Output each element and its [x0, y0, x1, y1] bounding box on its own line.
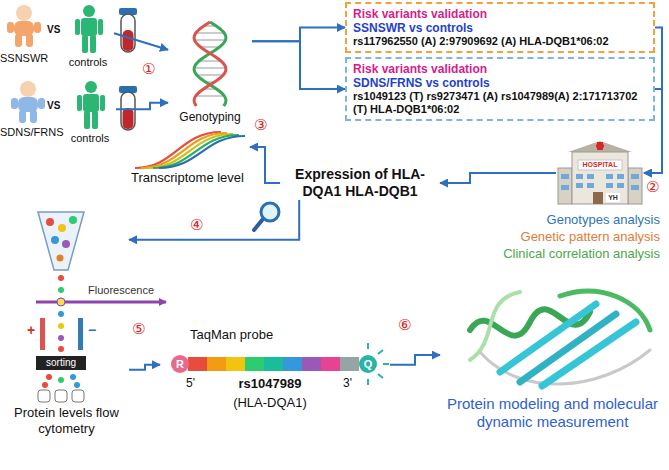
node-text: rs1047989: [205, 376, 335, 392]
group-label: controls: [62, 4, 114, 69]
node-text: rs1049123 (T) rs9273471 (A) rs1047989(A)…: [353, 90, 647, 116]
node-text: Risk variants validation: [353, 7, 647, 21]
magnifier-icon: [254, 203, 279, 230]
annotation: Clinical correlation analysis: [470, 246, 660, 262]
node-text: SSNSWR: [0, 52, 48, 65]
node-text: rs117962550 (A) 2:97909692 (A) HLA-DQB1*…: [353, 35, 647, 48]
node-text: YH: [606, 193, 620, 202]
adult-figure: [75, 5, 103, 53]
dna-helix: [194, 22, 226, 106]
dna-rung: [196, 95, 225, 97]
genotyping-step: Genotyping: [168, 18, 252, 124]
flow-arrow: [129, 365, 160, 370]
hospital-building: [558, 141, 642, 204]
callout-number: ③: [254, 116, 267, 134]
dna-strand: [194, 22, 226, 106]
dna-rung: [194, 39, 225, 41]
dna-rung: [196, 32, 225, 34]
annotation: VS: [47, 24, 60, 36]
flow-arrow: [644, 89, 662, 173]
node-text: TaqMan probe: [190, 327, 290, 343]
annotation: Q: [361, 357, 375, 371]
flow-arrow: [644, 28, 662, 174]
annotation: +: [27, 322, 35, 339]
node-text: Risk variants validation: [353, 62, 647, 76]
node-text: Transcriptome level: [125, 170, 250, 186]
node-text: Expression of HLA-DQA1 HLA-DQB1: [280, 166, 440, 200]
annotation: −: [88, 322, 96, 339]
group-label: controls: [64, 80, 116, 145]
callout-number: ⑥: [398, 316, 411, 334]
annotation: Genetic pattern analysis: [470, 229, 660, 245]
child-figure: [11, 81, 45, 123]
annotation: sorting: [36, 356, 86, 370]
node-text: Genotyping: [168, 110, 252, 124]
dna-strand: [194, 22, 226, 106]
flow-cytometry-step: Protein levels flow cytometry: [4, 205, 129, 437]
node-text: Protein modeling and molecular dynamic m…: [440, 395, 665, 431]
blood-tube: [119, 86, 137, 130]
node-text: (HLA-DQA1): [205, 395, 335, 411]
blood-tube: [119, 8, 137, 52]
flow-arrow: [116, 103, 168, 109]
node-text: controls: [62, 56, 114, 69]
protein-model: [470, 291, 650, 386]
node-text: Protein levels flow cytometry: [4, 405, 129, 437]
flow-arrow: [390, 355, 440, 365]
node-text: SDNS/FRNS vs controls: [353, 76, 647, 90]
annotation: R: [173, 357, 187, 371]
flow-arrow: [250, 147, 280, 183]
node-text: SSNSWR vs controls: [353, 21, 647, 35]
result-box: Risk variants validationSSNSWR vs contro…: [345, 2, 655, 53]
annotation: VS: [47, 100, 60, 112]
callout-number: ④: [190, 216, 203, 234]
flow-arrow: [114, 33, 168, 50]
dna-rung: [197, 74, 224, 76]
flow-arrow: [440, 173, 556, 183]
protein-modeling-step: Protein modeling and molecular dynamic m…: [440, 285, 665, 431]
callout-number: ②: [646, 178, 659, 196]
annotation: Fluorescence: [88, 284, 154, 297]
annotation: 5': [186, 376, 195, 390]
flow-arrow: [252, 28, 345, 42]
dna-rung: [199, 60, 221, 62]
node-text: HOSPITAL: [578, 160, 622, 170]
hospital-icon: HOSPITAL YH: [556, 140, 644, 206]
callout-number: ⑤: [132, 320, 145, 338]
result-box: Risk variants validationSDNS/FRNS vs con…: [345, 57, 655, 121]
flow-arrow: [252, 41, 345, 89]
flow-arrow: [129, 200, 299, 240]
amplification-curves: [135, 132, 245, 168]
expression-step: Expression of HLA-DQA1 HLA-DQB1: [280, 166, 440, 200]
transcriptome-step: Transcriptome level: [125, 126, 250, 186]
dna-rung: [194, 67, 226, 69]
adult-figure: [77, 81, 105, 129]
taqman-step: TaqMan probe rs1047989 (HLA-DQA1): [160, 305, 390, 420]
node-text: controls: [64, 132, 116, 145]
group-label: SSNSWR: [0, 4, 48, 65]
annotation: Genotypes analysis: [470, 212, 660, 228]
node-text: SDNS/FRNS: [0, 126, 62, 139]
child-figure: [7, 5, 41, 47]
callout-number: ①: [142, 60, 155, 78]
annotation: 3': [343, 376, 352, 390]
